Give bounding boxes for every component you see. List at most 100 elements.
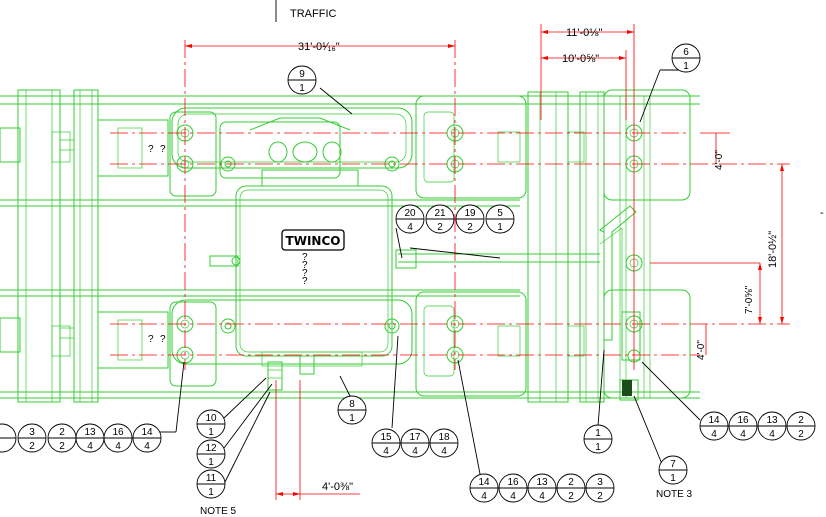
svg-text:?: ? bbox=[148, 334, 154, 345]
svg-text:4: 4 bbox=[115, 441, 121, 452]
callout-19: 192 bbox=[455, 204, 485, 234]
svg-text:2: 2 bbox=[568, 491, 574, 502]
svg-text:5: 5 bbox=[497, 208, 503, 219]
svg-text:1: 1 bbox=[670, 473, 676, 484]
svg-text:13: 13 bbox=[84, 427, 96, 438]
callout-6: 61 bbox=[671, 43, 701, 73]
callout-14-left: 144 bbox=[132, 423, 162, 453]
svg-text:1: 1 bbox=[683, 61, 689, 72]
svg-text:4: 4 bbox=[412, 446, 418, 457]
svg-text:18: 18 bbox=[438, 432, 450, 443]
svg-text:?: ? bbox=[160, 144, 166, 155]
svg-text:2: 2 bbox=[467, 222, 473, 233]
callout-10: 101 bbox=[196, 409, 226, 439]
svg-text:1: 1 bbox=[208, 457, 214, 468]
mark-right: - bbox=[820, 207, 824, 219]
callout-13-bottom: 134 bbox=[527, 473, 557, 503]
svg-text:8: 8 bbox=[349, 399, 355, 410]
svg-text:4: 4 bbox=[407, 222, 413, 233]
svg-text:TWINCO: TWINCO bbox=[286, 234, 341, 248]
callout-group-cabinet-bottom: 101 121 111 bbox=[196, 409, 226, 499]
callout-16-right: 164 bbox=[728, 411, 758, 441]
callout-17: 174 bbox=[400, 428, 430, 458]
svg-text:1: 1 bbox=[208, 487, 214, 498]
svg-text:13: 13 bbox=[766, 415, 778, 426]
svg-text:1: 1 bbox=[595, 442, 601, 453]
svg-text:14: 14 bbox=[141, 427, 153, 438]
callout-11: 111 bbox=[196, 469, 226, 499]
callout-9: 91 bbox=[287, 65, 317, 95]
callout-2-bottom: 22 bbox=[556, 473, 586, 503]
note3-label: NOTE 3 bbox=[656, 489, 693, 500]
svg-text:4: 4 bbox=[87, 441, 93, 452]
svg-text:4: 4 bbox=[769, 429, 775, 440]
anchor-bolts bbox=[176, 124, 643, 364]
dimension-lines bbox=[110, 24, 790, 500]
dim-vert-upper: 4'-0" bbox=[714, 150, 725, 170]
svg-text:15: 15 bbox=[380, 432, 392, 443]
svg-text:2: 2 bbox=[437, 222, 443, 233]
svg-text:2: 2 bbox=[29, 441, 35, 452]
svg-text:1: 1 bbox=[299, 83, 305, 94]
dim-right-outer: 11'-0⅛" bbox=[566, 27, 602, 39]
callout-partial bbox=[0, 423, 17, 453]
callout-13-right: 134 bbox=[757, 411, 787, 441]
callout-group-cabinet-right: 204 212 192 51 bbox=[395, 204, 515, 234]
svg-text:1: 1 bbox=[349, 413, 355, 424]
svg-text:16: 16 bbox=[112, 427, 124, 438]
svg-text:16: 16 bbox=[507, 477, 519, 488]
svg-text:9: 9 bbox=[299, 69, 305, 80]
callout-7: 71 bbox=[658, 455, 688, 485]
equipment-outline bbox=[0, 89, 700, 403]
callout-13-left: 134 bbox=[75, 423, 105, 453]
svg-text:?: ? bbox=[302, 276, 308, 287]
dim-right-inner: 10'-0⅝" bbox=[562, 53, 599, 65]
svg-text:2: 2 bbox=[59, 441, 65, 452]
dim-vert-lower: 4'-0" bbox=[696, 340, 707, 360]
callout-16-bottom: 164 bbox=[498, 473, 528, 503]
svg-text:2: 2 bbox=[568, 477, 574, 488]
callout-1: 11 bbox=[583, 424, 613, 454]
svg-text:6: 6 bbox=[683, 47, 689, 58]
svg-text:4: 4 bbox=[481, 491, 487, 502]
svg-text:11: 11 bbox=[206, 473, 217, 484]
traffic-label: TRAFFIC bbox=[290, 8, 336, 20]
svg-text:4: 4 bbox=[711, 429, 717, 440]
svg-text:13: 13 bbox=[536, 477, 548, 488]
note5-label: NOTE 5 bbox=[200, 506, 237, 517]
dim-vert-total: 18'-0½" bbox=[767, 231, 779, 268]
callout-14-bottom: 144 bbox=[469, 473, 499, 503]
callout-group-center-bottom: 154 174 184 bbox=[371, 428, 459, 458]
svg-text:4: 4 bbox=[441, 446, 447, 457]
svg-text:2: 2 bbox=[798, 429, 804, 440]
dim-bottom: 4'-0⅜" bbox=[322, 481, 353, 493]
callout-group-right: 144 164 134 22 bbox=[699, 411, 816, 441]
svg-text:2: 2 bbox=[597, 491, 603, 502]
svg-text:10: 10 bbox=[205, 413, 217, 424]
svg-text:17: 17 bbox=[409, 432, 421, 443]
svg-text:3: 3 bbox=[597, 477, 603, 488]
svg-text:4: 4 bbox=[740, 429, 746, 440]
callout-15: 154 bbox=[371, 428, 401, 458]
callout-20: 204 bbox=[395, 204, 425, 234]
dim-vert-mid: 7'-0⅝" bbox=[744, 285, 755, 314]
svg-text:12: 12 bbox=[205, 443, 217, 454]
svg-text:2: 2 bbox=[798, 415, 804, 426]
svg-text:4: 4 bbox=[510, 491, 516, 502]
svg-text:3: 3 bbox=[29, 427, 35, 438]
callout-5: 51 bbox=[485, 204, 515, 234]
question-marks: ? ? ? ? ? ? ? ? bbox=[148, 144, 308, 345]
callout-3-bottom: 32 bbox=[585, 473, 615, 503]
svg-text:?: ? bbox=[302, 268, 308, 279]
svg-text:1: 1 bbox=[595, 428, 601, 439]
callout-3-left: 32 bbox=[17, 423, 47, 453]
svg-text:14: 14 bbox=[708, 415, 720, 426]
svg-text:?: ? bbox=[302, 252, 308, 263]
svg-text:16: 16 bbox=[737, 415, 749, 426]
callout-8: 81 bbox=[337, 395, 367, 425]
svg-text:1: 1 bbox=[208, 427, 214, 438]
svg-text:4: 4 bbox=[539, 491, 545, 502]
callout-2-right: 22 bbox=[786, 411, 816, 441]
callout-2-left: 22 bbox=[47, 423, 77, 453]
